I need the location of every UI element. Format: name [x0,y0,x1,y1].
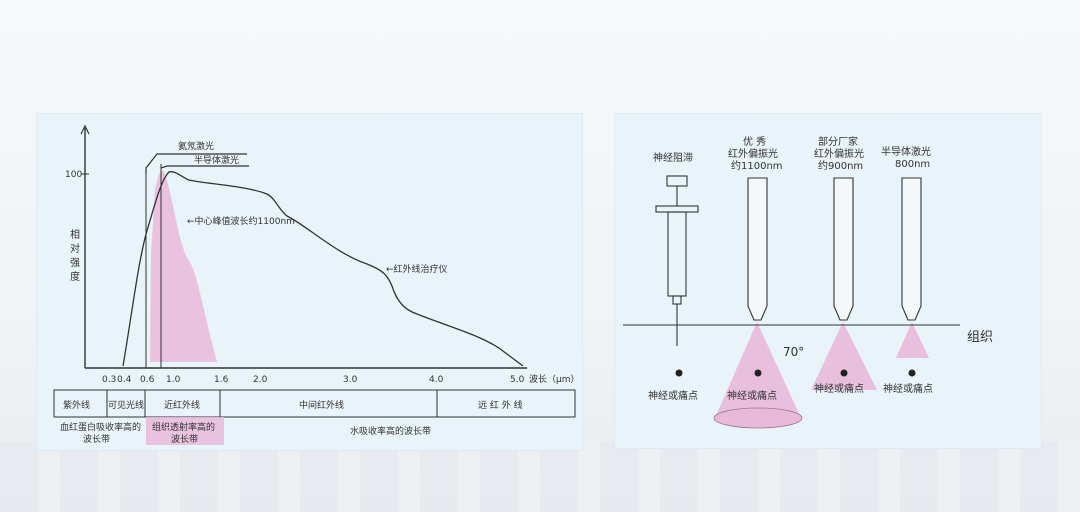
probe-icon [901,177,922,321]
helium-neon-bracket [145,153,247,174]
ir-device-curve [122,171,524,367]
x-axis-label: 波长（μm） [529,373,580,385]
band-uv: 紫外线 [63,399,90,411]
cone-base [713,407,803,429]
x-tick: 1.0 [166,375,181,385]
spectrum-diagram: 100 相 对 强 度 氦氖激光 半导体激光 ←中心峰值波长约1100nm ←红… [53,124,580,445]
ylabel-char: 对 [70,242,80,255]
x-tick: 0.3 [102,375,116,385]
col2-title-2: 红外偏振光 [728,147,778,160]
semiconductor-label: 半导体激光 [194,154,239,166]
col3-title-3: 约900nm [818,159,863,172]
target-label: 神经或痛点 [814,382,864,395]
syringe-icon [655,175,699,346]
target-dot [908,369,916,377]
helium-neon-label: 氦氖激光 [178,140,214,152]
spectrum-diagram-panel: 100 相 对 强 度 氦氖激光 半导体激光 ←中心峰值波长约1100nm ←红… [37,114,582,450]
light-cone-900nm [811,322,877,390]
band-near-ir: 近红外线 [164,399,200,411]
ylabel-char: 强 [70,257,80,269]
x-tick: 0.6 [140,375,155,385]
probe-icon [747,177,768,321]
ir-device-annotation: ←红外线治疗仪 [386,263,448,275]
y-tick-100: 100 [65,170,82,180]
x-tick: 5.0 [510,375,525,385]
tissue-window-shape [150,170,217,362]
col2-title-1: 优 秀 [743,135,766,148]
peak-annotation: ←中心峰值波长约1100nm [187,215,295,227]
col4-title-1: 半导体激光 [881,145,931,158]
target-label: 神经或痛点 [883,382,933,395]
x-tick: 1.6 [214,375,229,385]
col1-title: 神经阻滞 [653,151,693,164]
col3-title-1: 部分厂家 [818,135,858,148]
hemoglobin-label-1: 血红蛋白吸收率高的 [60,421,141,433]
target-dot [840,369,848,377]
semiconductor-bracket [160,165,249,169]
target-dot [754,369,762,377]
penetration-diagram: 神经阻滞 优 秀 红外偏振光 约1100nm 部分厂家 红外偏振光 约900nm… [623,135,993,429]
x-tick: 4.0 [429,375,444,385]
col3-title-2: 红外偏振光 [814,147,864,160]
tissue-label: 组织 [967,330,993,345]
tissue-label-1: 组织透射率高的 [152,421,215,433]
probe-icon [833,177,854,321]
water-label: 水吸收率高的波长带 [350,425,431,437]
target-dot [675,369,683,377]
target-label: 神经或痛点 [727,389,777,402]
band-visible: 可见光线 [108,399,144,411]
band-mid-ir: 中间红外线 [299,399,344,411]
background-strip [0,442,1080,512]
band-far-ir: 远 红 外 线 [478,399,523,411]
penetration-diagram-panel: 神经阻滞 优 秀 红外偏振光 约1100nm 部分厂家 红外偏振光 约900nm… [615,114,1041,448]
target-label: 神经或痛点 [648,389,698,402]
x-tick: 2.0 [253,375,268,385]
hemoglobin-label-2: 波长带 [83,433,110,445]
ylabel-char: 相 [70,228,80,241]
col4-title-2: 800nm [895,159,930,170]
col2-title-3: 约1100nm [731,159,783,172]
tissue-label-2: 波长带 [171,433,198,445]
light-cone-800nm [896,322,929,358]
x-tick: 3.0 [343,375,358,385]
x-tick: 0.4 [117,375,132,385]
ylabel-char: 度 [70,270,80,283]
angle-label: 70° [783,345,804,359]
